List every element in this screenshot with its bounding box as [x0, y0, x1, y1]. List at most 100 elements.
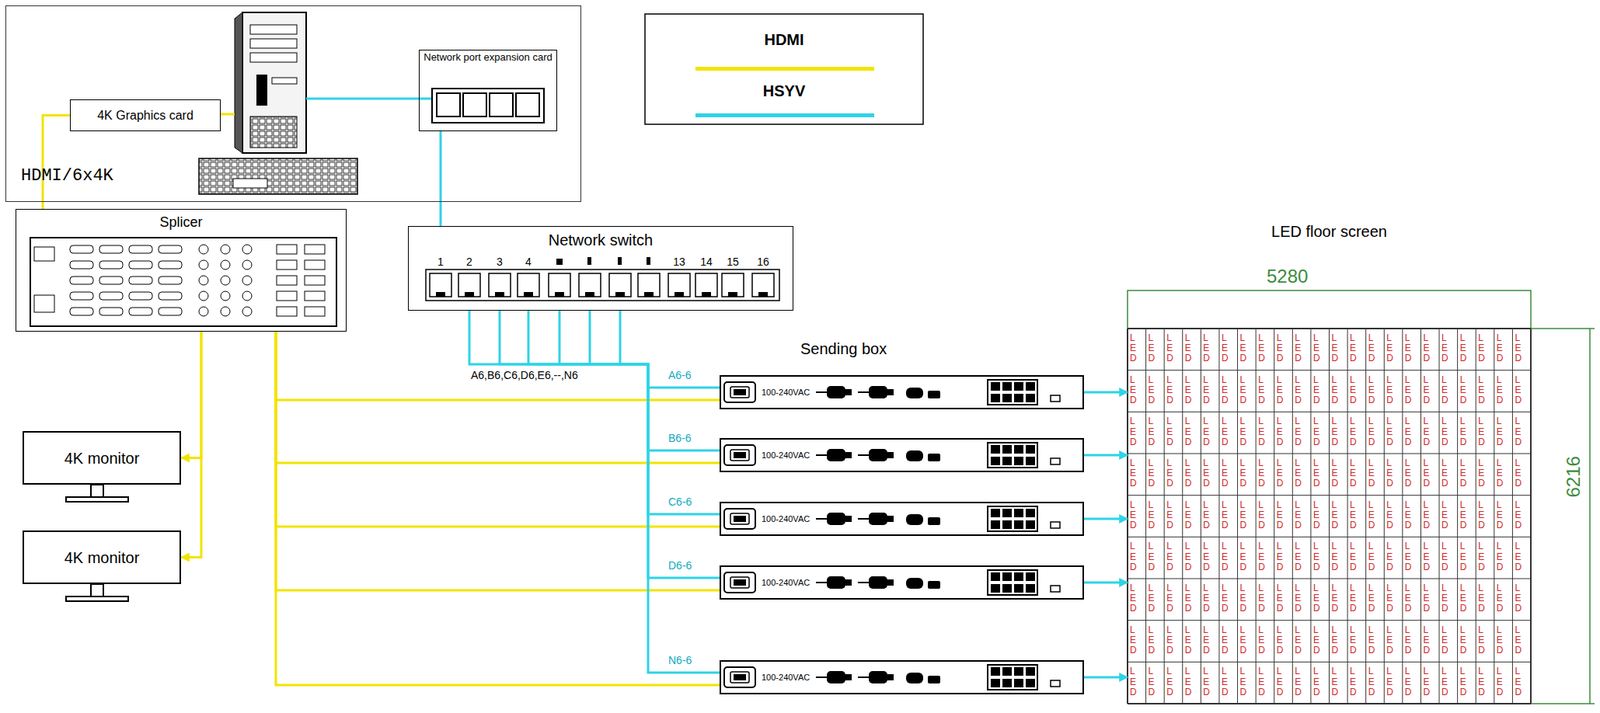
- led-cell-text: LED: [1441, 541, 1450, 573]
- led-cell-text: LED: [1460, 458, 1468, 490]
- drawing-part: [198, 244, 209, 255]
- sending-box: 100-240VAC: [719, 501, 1085, 537]
- led-cell-text: LED: [1331, 541, 1340, 573]
- node-text: 4K monitor: [24, 548, 180, 567]
- port-number: 2: [457, 255, 482, 269]
- led-cell-text: LED: [1441, 416, 1450, 448]
- led-cell-text: LED: [1477, 541, 1486, 573]
- connector: [275, 331, 720, 401]
- drawing-part: [646, 257, 651, 265]
- drawing-part: [34, 295, 55, 313]
- led-cell-text: LED: [1258, 583, 1266, 615]
- led-cell-text: LED: [1386, 416, 1395, 448]
- legend-text: HDMI: [644, 31, 924, 49]
- computer-frame: HDMI/6x4K4K Graphics cardNetwork port ex…: [5, 5, 582, 203]
- led-cell-text: LED: [1349, 541, 1358, 573]
- grid-line: [1457, 328, 1458, 705]
- connector: [275, 331, 720, 464]
- led-cell-text: LED: [1129, 458, 1138, 490]
- led-cell-text: LED: [1514, 500, 1523, 532]
- led-cell-text: LED: [1368, 416, 1377, 448]
- drawing-part: [515, 93, 540, 117]
- drawing-part: [271, 77, 297, 84]
- led-cell-text: LED: [1294, 625, 1303, 657]
- switch-box: Network switch: [407, 226, 794, 311]
- led-cell-text: LED: [1386, 583, 1395, 615]
- switch-port: [578, 273, 601, 297]
- led-cell-text: LED: [1185, 625, 1193, 657]
- led-cell-text: LED: [1129, 500, 1138, 532]
- led-cell-text: LED: [1460, 500, 1468, 532]
- connector: [42, 115, 70, 210]
- switch-port-notch: [644, 292, 654, 297]
- port-number: 1: [428, 255, 453, 269]
- led-cell-text: LED: [1331, 458, 1340, 490]
- led-cell-text: LED: [1276, 666, 1285, 698]
- node-text: HDMI/6x4K: [20, 166, 114, 186]
- grid-line: [1292, 328, 1294, 705]
- switch-port: [637, 273, 660, 297]
- led-cell-text: LED: [1477, 375, 1486, 407]
- led-cell-text: LED: [1202, 666, 1211, 698]
- led-cell-text: LED: [1129, 333, 1138, 365]
- led-cell-text: LED: [1129, 375, 1138, 407]
- led-cell-text: LED: [1441, 458, 1450, 490]
- led-cell-text: LED: [1240, 416, 1248, 448]
- led-cell-text: LED: [1221, 541, 1230, 573]
- led-cell-text: LED: [1313, 375, 1322, 407]
- drawing-part: [220, 244, 231, 255]
- drawing-part: [128, 245, 153, 254]
- drawing-part: [1127, 290, 1531, 329]
- drawing-part: [158, 245, 182, 254]
- port-number: 15: [721, 255, 745, 269]
- grid-line: [1127, 327, 1531, 330]
- port-number: 13: [667, 255, 691, 269]
- led-cell-text: LED: [1460, 666, 1468, 698]
- drawing-part: [617, 257, 622, 265]
- splicer-box: Splicer: [15, 209, 347, 332]
- led-cell-text: LED: [1221, 375, 1230, 407]
- led-cell-text: LED: [1148, 458, 1157, 490]
- connector: [275, 331, 720, 686]
- node-text: 100-240VAC: [761, 387, 810, 398]
- led-cell-text: LED: [1129, 541, 1138, 573]
- connector: [528, 310, 720, 515]
- led-cell-text: LED: [1514, 625, 1523, 657]
- grid-line: [1127, 536, 1531, 538]
- drawing-part: [724, 506, 1060, 532]
- led-cell-text: LED: [1240, 333, 1248, 365]
- led-cell-text: LED: [1221, 416, 1230, 448]
- switch-port: [752, 273, 774, 297]
- port-number: 16: [751, 255, 775, 269]
- drawing-part: [724, 665, 1060, 691]
- led-cell-text: LED: [1404, 458, 1413, 490]
- connector: [559, 310, 720, 579]
- node-text: 4K Graphics card: [70, 108, 220, 123]
- led-cell-text: LED: [1368, 333, 1377, 365]
- led-cell-text: LED: [1166, 500, 1175, 532]
- sending-box: 100-240VAC: [719, 438, 1085, 473]
- led-cell-text: LED: [1477, 500, 1486, 532]
- led-cell-text: LED: [1404, 416, 1413, 448]
- led-cell-text: LED: [1185, 458, 1193, 490]
- led-cell-text: LED: [1386, 375, 1395, 407]
- led-cell-text: LED: [1185, 333, 1193, 365]
- port-number: 4: [516, 255, 541, 269]
- sending-box: 100-240VAC: [719, 375, 1085, 410]
- led-cell-text: LED: [1185, 666, 1193, 698]
- drawing-part: [69, 245, 94, 254]
- led-cell-text: LED: [1294, 500, 1303, 532]
- grid-line: [1255, 328, 1257, 705]
- led-cell-text: LED: [1331, 375, 1340, 407]
- legend-text: HSYV: [644, 82, 924, 101]
- drawing-part: [198, 158, 358, 195]
- grid-line: [1493, 328, 1495, 705]
- led-cell-text: LED: [1166, 625, 1175, 657]
- led-cell-text: LED: [1514, 416, 1523, 448]
- grid-line: [1401, 328, 1403, 705]
- led-cell-text: LED: [1202, 583, 1211, 615]
- switch-port: [517, 273, 540, 297]
- grid-line: [1127, 453, 1531, 455]
- led-cell-text: LED: [1258, 458, 1266, 490]
